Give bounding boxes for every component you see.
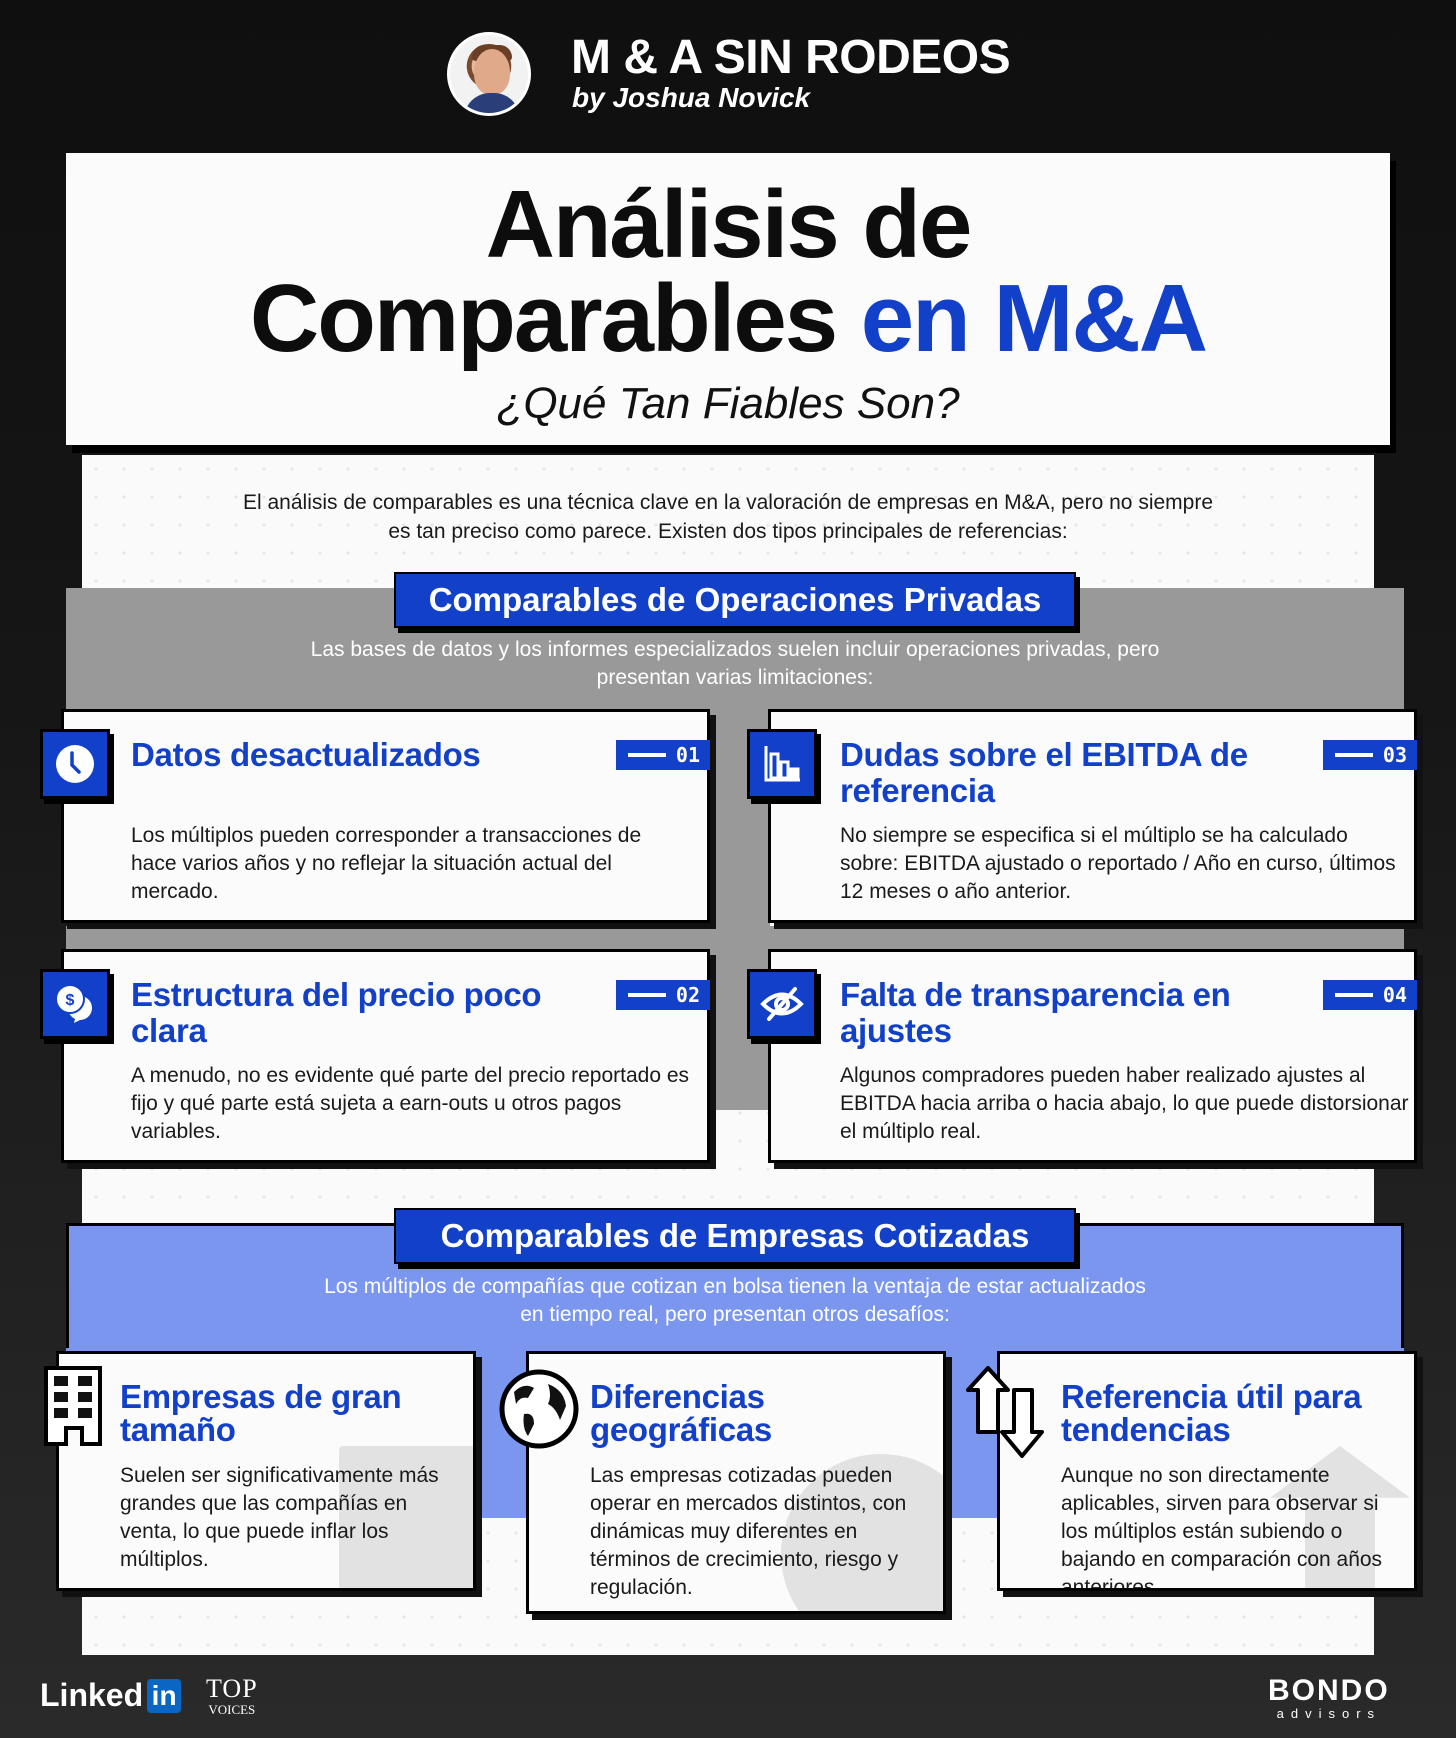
card-title: Estructura del precio poco clara (131, 976, 542, 1049)
card-title: Empresas de gran tamaño (120, 1378, 402, 1448)
public-section-description: Los múltiplos de compañías que cotizan e… (324, 1275, 1146, 1326)
title-accent: en M&A (860, 265, 1208, 372)
card-body: Suelen ser significativamente más grande… (120, 1464, 439, 1571)
bondo-advisors-logo: BONDO advisors (1268, 1674, 1390, 1722)
card-body: Algunos compradores pueden haber realiza… (840, 1064, 1409, 1143)
card-geographic-differences: Diferencias geográficas Las empresas cot… (526, 1351, 946, 1614)
up-down-arrows-icon (966, 1366, 1046, 1458)
money-chat-icon: $ (40, 969, 110, 1039)
card-lack-transparency: 04 Falta de transparencia en ajustes Alg… (768, 949, 1417, 1163)
card-body: Los múltiplos pueden corresponder a tran… (131, 824, 642, 903)
card-body: Aunque no son directamente aplicables, s… (1061, 1464, 1383, 1591)
brand-subtitle: by Joshua Novick (572, 82, 811, 113)
card-number-badge: 01 (616, 740, 710, 770)
card-body: A menudo, no es evidente qué parte del p… (131, 1064, 690, 1143)
card-title: Diferencias geográficas (590, 1378, 772, 1448)
intro-text: El análisis de comparables es una técnic… (242, 491, 1214, 543)
card-title: Referencia útil para tendencias (1061, 1378, 1362, 1448)
card-outdated-data: 01 Datos desactualizados Los múltiplos p… (61, 709, 710, 923)
svg-text:$: $ (66, 992, 75, 1009)
card-number-badge: 03 (1323, 740, 1417, 770)
bar-chart-icon (747, 729, 817, 799)
building-icon (42, 1366, 106, 1454)
card-number-badge: 04 (1323, 980, 1417, 1010)
eye-slash-icon (747, 969, 817, 1039)
title-card: Análisis de Comparables en M&A ¿Qué Tan … (66, 153, 1390, 445)
clock-icon (40, 729, 110, 799)
brand-title: M & A SIN RODEOS (571, 31, 1011, 84)
private-section-gap (66, 926, 1404, 950)
private-section-description: Las bases de datos y los informes especi… (310, 638, 1160, 689)
card-unclear-price: 02 Estructura del precio poco clara A me… (61, 949, 710, 1163)
card-large-companies: Empresas de gran tamaño Suelen ser signi… (56, 1351, 476, 1591)
card-title: Falta de transparencia en ajustes (840, 976, 1231, 1049)
card-body: No siempre se especifica si el múltiplo … (840, 824, 1396, 903)
public-section-label: Comparables de Empresas Cotizadas (394, 1208, 1076, 1264)
globe-icon (498, 1368, 580, 1450)
card-title: Datos desactualizados (131, 736, 481, 773)
title-line-2: Comparables en M&A (66, 271, 1390, 367)
card-title: Dudas sobre el EBITDA de referencia (840, 736, 1248, 809)
card-trend-reference: Referencia útil para tendencias Aunque n… (997, 1351, 1417, 1591)
title-main: Comparables (249, 265, 838, 372)
top-voices-badge: TOP VOICES (206, 1674, 258, 1718)
private-section-label: Comparables de Operaciones Privadas (394, 572, 1076, 628)
author-avatar (447, 32, 531, 116)
card-body: Las empresas cotizadas pueden operar en … (590, 1464, 907, 1599)
title-line-1: Análisis de (485, 171, 973, 278)
card-number-badge: 02 (616, 980, 710, 1010)
title-subtitle: ¿Qué Tan Fiables Son? (496, 379, 960, 428)
card-ebitda-doubts: 03 Dudas sobre el EBITDA de referencia N… (768, 709, 1417, 923)
